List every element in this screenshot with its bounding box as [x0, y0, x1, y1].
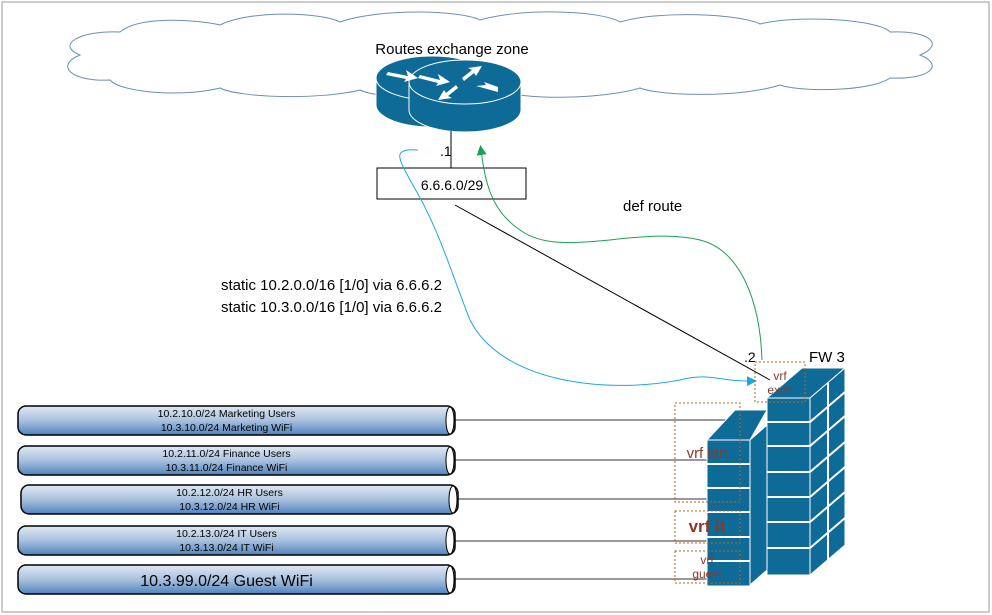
pipe-body	[17, 564, 456, 595]
pipe-body	[17, 445, 456, 476]
vrf-guest-label-2: guest	[692, 567, 722, 581]
network-segment-pipe: 10.2.10.0/24 Marketing Users 10.3.10.0/24…	[17, 405, 456, 436]
firewall-port-label: .2	[744, 349, 756, 365]
cloud-icon	[67, 11, 933, 98]
firewall-icon	[705, 366, 847, 587]
segment-line1: 10.2.13.0/24 IT Users	[176, 528, 277, 540]
router-port-label: .1	[440, 143, 452, 159]
pipe-end	[445, 526, 455, 555]
vrf-guest-label-1: vrf	[700, 553, 714, 567]
transit-link	[454, 204, 771, 381]
transit-subnet-box	[376, 167, 527, 200]
segment-line1: 10.3.99.0/24 Guest WiFi	[140, 573, 313, 590]
network-segment-pipe: 10.2.12.0/24 HR Users 10.3.12.0/24 HR WiF…	[20, 484, 459, 515]
segment-line2: 10.3.10.0/24 Marketing WiFi	[161, 422, 292, 434]
static-route-1: static 10.2.0.0/16 [1/0] via 6.6.6.2	[221, 277, 442, 294]
segment-line1: 10.2.11.0/24 Finance Users	[162, 448, 290, 460]
pipe-body	[17, 525, 456, 556]
static-route-arrow	[399, 149, 757, 387]
segment-line2: 10.3.13.0/24 IT WiFi	[179, 542, 273, 554]
segment-line1: 10.2.12.0/24 HR Users	[176, 487, 283, 499]
vrf-boxes	[674, 361, 806, 584]
pipe-end	[445, 565, 455, 594]
segment-links	[455, 419, 730, 580]
pipe-body	[20, 484, 459, 515]
vrf-it-label: vrf it	[689, 517, 726, 536]
router-icon	[375, 55, 522, 133]
static-route-2: static 10.3.0.0/16 [1/0] via 6.6.6.2	[221, 299, 442, 316]
network-segment-pipe: 10.2.13.0/24 IT Users 10.3.13.0/24 IT WiF…	[17, 525, 456, 556]
segment-line1: 10.2.10.0/24 Marketing Users	[158, 408, 296, 420]
pipe-body	[17, 405, 456, 436]
default-route-arrow	[476, 145, 763, 361]
pipe-end	[448, 485, 458, 514]
segment-line2: 10.3.11.0/24 Finance WiFi	[166, 462, 288, 474]
segment-line2: 10.3.12.0/24 HR WiFi	[179, 501, 279, 513]
vrf-exch-label-1: vrf	[773, 369, 787, 383]
vrf-lan-label: vrf lan	[687, 445, 728, 462]
default-route-label: def route	[623, 198, 682, 215]
network-segment-pipe: 10.3.99.0/24 Guest WiFi	[17, 564, 456, 595]
pipe-end	[445, 446, 455, 475]
zone-label: Routes exchange zone	[375, 41, 528, 58]
vrf-exch-label-2: exch	[767, 383, 792, 397]
transit-subnet-label: 6.6.6.0/29	[421, 177, 483, 193]
network-segment-pipe: 10.2.11.0/24 Finance Users 10.3.11.0/24 F…	[17, 445, 456, 476]
pipe-end	[445, 406, 455, 435]
firewall-label: FW 3	[809, 349, 845, 366]
